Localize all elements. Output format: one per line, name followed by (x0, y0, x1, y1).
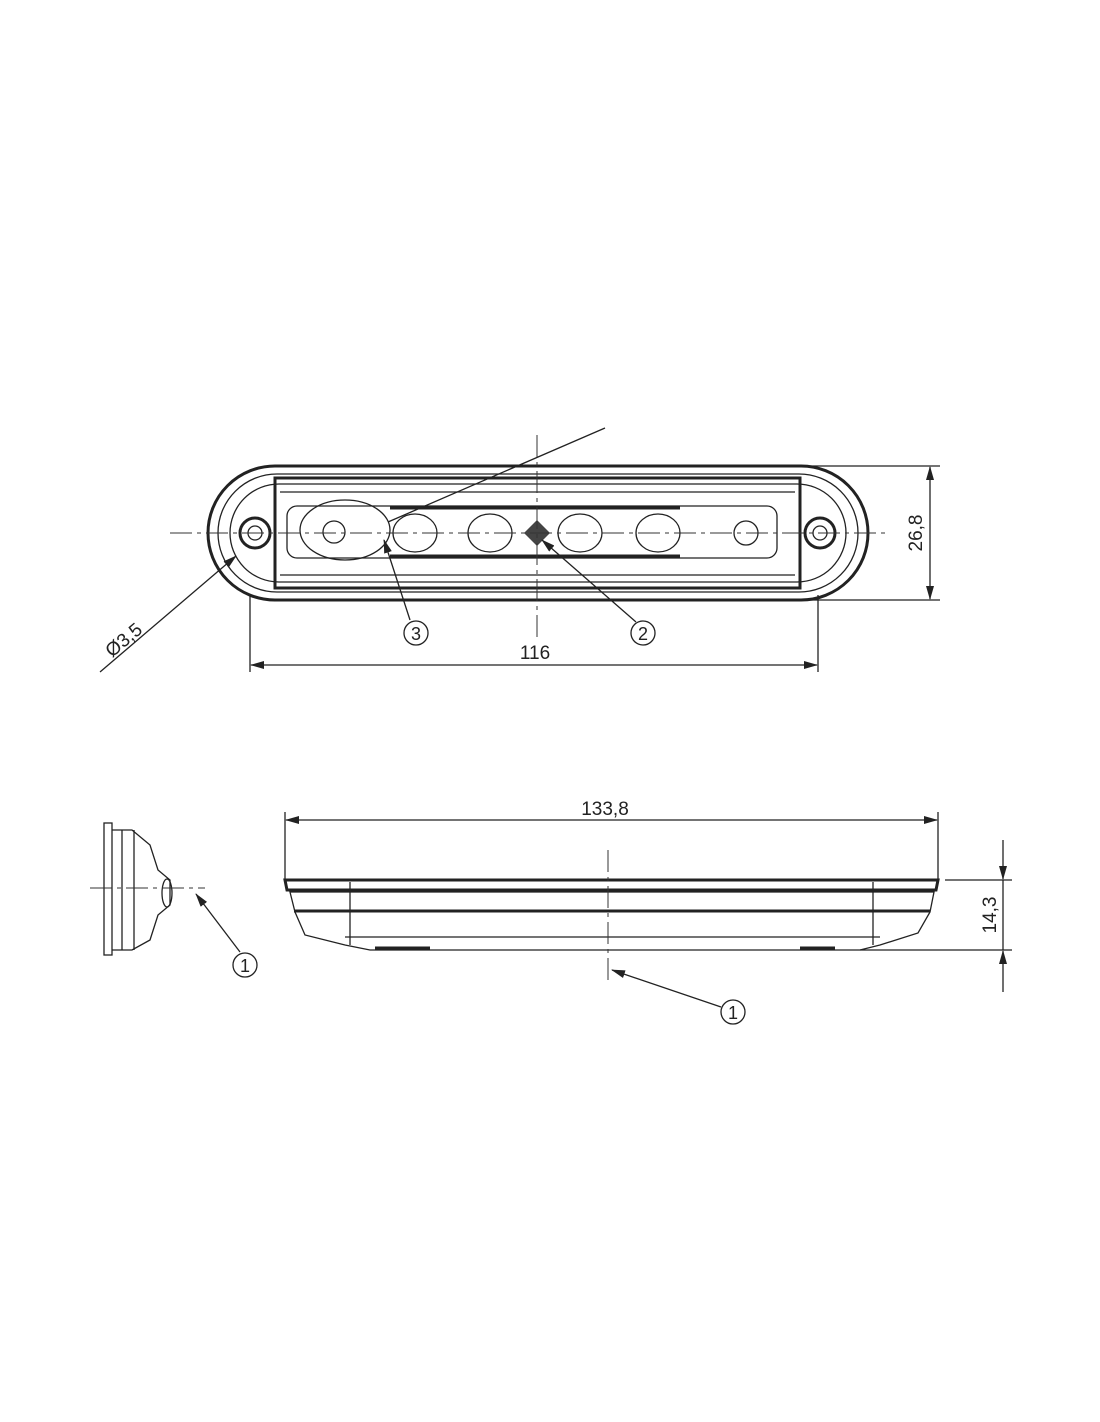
svg-text:1: 1 (728, 1003, 738, 1023)
led-strip (286, 505, 778, 559)
callout-1-end-view (232, 952, 258, 978)
length-dimension-label: 116 (520, 643, 550, 664)
svg-text:2: 2 (638, 624, 648, 644)
callout-3 (403, 620, 429, 646)
side-length-dimension-label: 133,8 (581, 799, 629, 820)
top-view: Ø3,5 26,8 116 3 2 (99, 427, 940, 673)
e-mark-icon (322, 520, 346, 544)
side-view: 133,8 14,3 1 (283, 799, 1012, 1025)
side-height-dimension-label: 14,3 (980, 897, 1001, 934)
end-view: 1 (90, 822, 258, 978)
hole-diameter-label: Ø3,5 (102, 619, 147, 662)
callout-2 (630, 620, 656, 646)
side-body-flange (283, 878, 940, 892)
svg-text:3: 3 (411, 624, 421, 644)
svg-text:1: 1 (240, 956, 250, 976)
height-dimension-label: 26,8 (906, 515, 927, 552)
callout-1-side-view (720, 999, 746, 1025)
